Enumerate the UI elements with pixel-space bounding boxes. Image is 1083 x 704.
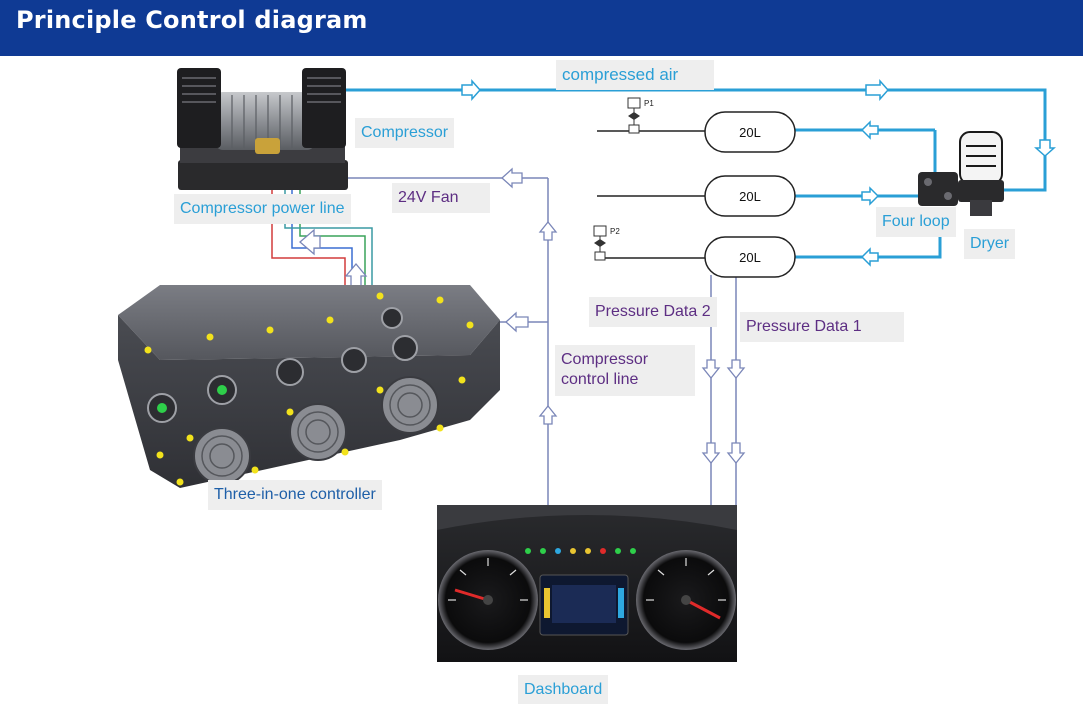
- pressure-sensor-p2: P2: [593, 225, 620, 261]
- compressor-base: [178, 160, 348, 190]
- title-bar: Principle Control diagram: [0, 0, 1083, 56]
- label-compressor-text: Compressor: [361, 124, 449, 141]
- label-three-in-one-controller: Three-in-one controller: [208, 480, 382, 510]
- control-arrow-up-2: [538, 404, 558, 425]
- dashboard-unit: [437, 505, 737, 662]
- label-compressor-power-line: Compressor power line: [174, 194, 351, 224]
- connector-lights: [157, 385, 227, 413]
- dryer-unit: [958, 131, 1004, 216]
- cylinder-fins: [182, 77, 341, 103]
- gauge-ticks: [448, 558, 726, 601]
- control-arrow-left: [505, 311, 529, 333]
- pd1-arrow-down-1: [726, 359, 746, 380]
- label-dashboard: Dashboard: [518, 675, 609, 704]
- label-compressor-power-line-text: Compressor power line: [180, 200, 345, 217]
- fan-arrow-left: [501, 167, 523, 189]
- tank-2-label: 20L: [739, 189, 761, 204]
- label-dryer-text: Dryer: [970, 235, 1010, 252]
- air-arrow-left-tank1: [860, 120, 879, 140]
- tank-3-label: 20L: [739, 250, 761, 265]
- label-24v-fan: 24V Fan: [392, 183, 490, 213]
- compressor-unit: [177, 68, 348, 190]
- label-compressor: Compressor: [355, 118, 455, 148]
- three-in-one-controller-unit: [118, 285, 500, 488]
- air-arrow-right-1: [461, 79, 482, 101]
- air-tanks: 20L 20L 20L: [704, 111, 796, 278]
- sensor-p1-label: P1: [644, 99, 654, 108]
- control-arrow-up-1: [538, 220, 558, 241]
- controller-bolts: [144, 292, 474, 486]
- label-control-line-2: control line: [561, 371, 639, 388]
- label-pressure-data-2: Pressure Data 2: [589, 297, 717, 327]
- label-dryer: Dryer: [964, 229, 1016, 259]
- control-diagram: 20L 20L 20L P1 P2: [118, 68, 1056, 662]
- tank-2: 20L: [704, 175, 796, 217]
- motor-fins: [231, 95, 293, 148]
- compressor-cylinder-right: [302, 68, 346, 148]
- pressure-sensor-p1: P1: [627, 97, 654, 134]
- pd2-arrow-down-1: [701, 359, 721, 380]
- label-24v-fan-text: 24V Fan: [398, 189, 459, 206]
- sensor-p2-label: P2: [610, 227, 620, 236]
- compressor-motor: [215, 92, 315, 150]
- label-compressed-air: compressed air: [556, 60, 714, 90]
- signal-arrows: [501, 167, 746, 465]
- label-compressor-control-line: Compressor control line: [555, 345, 695, 396]
- label-four-loop: Four loop: [876, 207, 956, 237]
- label-compressed-air-text: compressed air: [562, 65, 679, 84]
- label-pressure-data-2-text: Pressure Data 2: [595, 303, 711, 320]
- air-arrow-down-dryer: [1034, 139, 1056, 158]
- dashboard-indicator-lights: [525, 548, 636, 554]
- controller-top: [118, 285, 500, 360]
- tank-1-label: 20L: [739, 125, 761, 140]
- air-flow-arrows: [461, 79, 1056, 267]
- air-arrow-left-tank3: [860, 247, 879, 267]
- label-pressure-data-1: Pressure Data 1: [740, 312, 904, 342]
- compressor-bracket: [255, 138, 280, 154]
- tank-1: 20L: [704, 111, 796, 153]
- power-arrow-up: [344, 262, 368, 287]
- label-four-loop-text: Four loop: [882, 213, 950, 230]
- pd2-arrow-down-2: [701, 442, 721, 465]
- speed-needle: [454, 588, 489, 602]
- four-loop-valve: [918, 172, 958, 206]
- air-arrow-right-2: [865, 79, 890, 101]
- rpm-needle: [685, 598, 721, 620]
- page-title: Principle Control diagram: [16, 6, 368, 34]
- label-three-in-one-controller-text: Three-in-one controller: [214, 486, 376, 503]
- compressor-cylinder-left: [177, 68, 221, 148]
- fan-rings: [201, 384, 431, 477]
- tank-3: 20L: [704, 236, 796, 278]
- label-pressure-data-1-text: Pressure Data 1: [746, 318, 862, 335]
- label-control-line-1: Compressor: [561, 351, 649, 368]
- label-dashboard-text: Dashboard: [524, 681, 603, 698]
- tank-outlet-lines: [597, 130, 705, 259]
- pd1-arrow-down-2: [726, 442, 746, 465]
- air-arrow-right-tank2: [861, 186, 880, 206]
- power-arrow-left: [299, 228, 321, 256]
